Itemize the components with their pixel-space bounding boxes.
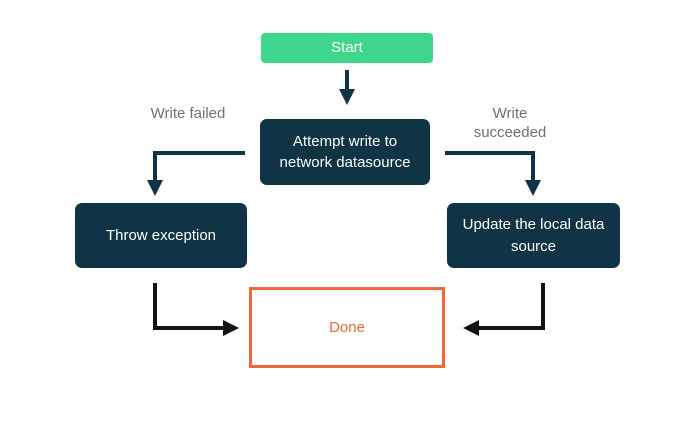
connector-attempt-throw-line [153,151,245,155]
connector-throw-done-line [153,283,157,330]
node-done: Done [249,287,445,368]
arrowhead-down-icon [147,180,163,196]
arrowhead-left-icon [463,320,479,336]
edge-label-write-failed: Write failed [150,105,226,122]
connector-attempt-update-line [445,151,535,155]
node-start: Start [261,33,433,63]
connector-update-done-line [541,283,545,330]
node-attempt-write-label: Attempt write to network datasource [279,132,411,171]
node-done-label: Done [329,318,365,336]
connector-throw-done-line [153,326,223,330]
arrowhead-down-icon [525,180,541,196]
connector-start-attempt-line [345,70,349,91]
node-attempt-write: Attempt write to network datasource [260,119,430,185]
node-update-local-data: Update the local data source [447,203,620,268]
arrowhead-down-icon [339,89,355,105]
node-update-local-data-label: Update the local data source [462,216,605,255]
connector-attempt-update-line [531,151,535,181]
connector-update-done-line [479,326,545,330]
node-throw-exception: Throw exception [75,203,247,268]
arrowhead-right-icon [223,320,239,336]
connector-attempt-throw-line [153,151,157,181]
node-start-label: Start [331,39,363,57]
node-throw-exception-label: Throw exception [105,226,217,244]
edge-label-write-succeeded: Write succeeded [473,105,547,142]
